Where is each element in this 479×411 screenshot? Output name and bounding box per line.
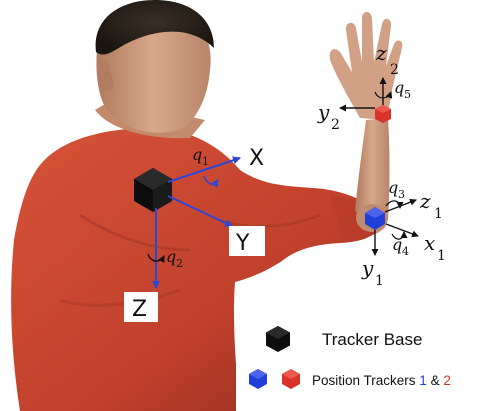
x-axis-label: X bbox=[249, 146, 264, 171]
legend-trackers-prefix: Position Trackers bbox=[312, 373, 419, 388]
z1-subscript: 1 bbox=[434, 206, 443, 222]
q5-subscript: 5 bbox=[404, 88, 411, 101]
q1-subscript: 1 bbox=[202, 155, 209, 168]
x-axis-arrow bbox=[167, 156, 241, 183]
y-axis-arrow bbox=[167, 195, 233, 227]
q5-label: q bbox=[394, 78, 404, 97]
y2-label: y bbox=[317, 100, 330, 124]
q4-subscript: 4 bbox=[402, 245, 409, 258]
forearm bbox=[355, 118, 390, 226]
hand bbox=[329, 12, 403, 120]
q2-subscript: 2 bbox=[176, 257, 183, 270]
q1-label: q bbox=[192, 145, 202, 164]
y1-label: y bbox=[361, 256, 374, 280]
q2-label: q bbox=[166, 247, 176, 266]
tracker1-axes: q 3 z 1 q 4 x 1 y 1 bbox=[361, 178, 446, 289]
shirt bbox=[11, 127, 382, 411]
legend-tracker2-icon bbox=[282, 369, 300, 389]
legend-ampersand: & bbox=[427, 373, 444, 388]
tracker-base-cube bbox=[134, 168, 172, 212]
legend: Tracker Base Position Trackers 1 & 2 bbox=[236, 318, 479, 411]
x1-subscript: 1 bbox=[437, 248, 446, 264]
legend-position-trackers-label: Position Trackers 1 & 2 bbox=[312, 373, 451, 388]
hair bbox=[95, 0, 214, 55]
q3-subscript: 3 bbox=[398, 188, 405, 201]
legend-base-cube-icon bbox=[266, 326, 290, 352]
q3-label: q bbox=[388, 178, 398, 197]
x1-label: x bbox=[424, 231, 435, 255]
q1-rotation-arrow bbox=[203, 175, 219, 189]
q5-rotation-arrow bbox=[374, 91, 393, 99]
x1-axis-arrow bbox=[385, 223, 419, 238]
q4-rotation-arrow bbox=[391, 231, 408, 240]
position-tracker-1 bbox=[365, 207, 385, 230]
tracker2-axes: z 2 y 2 q 5 bbox=[317, 41, 411, 133]
legend-tracker-base-label: Tracker Base bbox=[322, 330, 422, 349]
y1-subscript: 1 bbox=[375, 273, 384, 289]
position-tracker-2 bbox=[375, 105, 391, 123]
legend-tracker1-icon bbox=[249, 369, 267, 389]
q2-rotation-arrow bbox=[147, 253, 165, 263]
q3-rotation-arrow bbox=[385, 200, 404, 209]
z2-subscript: 2 bbox=[390, 62, 399, 78]
z2-label: z bbox=[375, 41, 387, 65]
z1-label: z bbox=[419, 189, 431, 213]
base-axes: X Y Z q 1 q 2 bbox=[124, 145, 265, 322]
legend-tracker2-number: 2 bbox=[443, 373, 451, 388]
ear bbox=[98, 61, 114, 92]
legend-tracker1-number: 1 bbox=[419, 373, 427, 388]
z-axis-label: Z bbox=[132, 297, 147, 322]
y2-subscript: 2 bbox=[331, 117, 340, 133]
q4-label: q bbox=[392, 235, 402, 254]
y-axis-label: Y bbox=[235, 231, 250, 256]
